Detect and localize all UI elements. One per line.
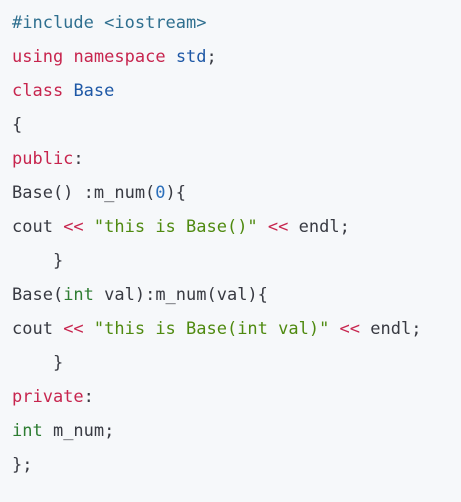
type-int: int — [63, 285, 94, 305]
class-close: }; — [12, 455, 33, 475]
param-constructor-rest: val):m_num(val){ — [93, 285, 268, 305]
stream-operator: << — [63, 217, 84, 237]
stream-operator: << — [267, 217, 289, 237]
default-constructor: Base() :m_num( — [12, 183, 156, 203]
access-colon: : — [83, 387, 94, 407]
ctor-close: ){ — [165, 183, 187, 203]
code-line-9: Base(int val):m_num(val){ — [12, 278, 449, 312]
class-name: Base — [73, 81, 115, 101]
keyword-namespace: namespace — [73, 47, 166, 67]
param-constructor-name: Base( — [12, 285, 64, 305]
namespace-name: std — [175, 47, 207, 67]
code-line-6: Base() :m_num(0){ — [12, 176, 449, 210]
semicolon: ; — [206, 47, 217, 67]
code-line-10: cout << "this is Base(int val)" << endl; — [12, 312, 449, 346]
code-line-5: public: — [12, 142, 449, 176]
member-declaration: m_num; — [42, 421, 115, 441]
endl-token: endl; — [288, 217, 350, 237]
code-line-1: #include <iostream> — [12, 6, 449, 40]
keyword-using: using — [12, 47, 64, 67]
cout-token: cout — [12, 319, 64, 339]
stream-operator: << — [63, 319, 84, 339]
code-line-3: class Base — [12, 74, 449, 108]
stream-operator: << — [339, 319, 361, 339]
string-literal: "this is Base()" — [83, 217, 268, 237]
code-line-4: { — [12, 108, 449, 142]
access-private: private — [12, 387, 84, 407]
code-line-8: } — [12, 244, 449, 278]
type-int: int — [12, 421, 43, 441]
code-line-12: private: — [12, 380, 449, 414]
endl-token: endl; — [360, 319, 422, 339]
code-line-11: } — [12, 346, 449, 380]
access-public: public — [12, 149, 74, 169]
include-header: <iostream> — [104, 13, 207, 33]
code-line-2: using namespace std; — [12, 40, 449, 74]
init-number: 0 — [155, 183, 166, 203]
include-directive: #include — [12, 13, 94, 33]
close-brace: } — [12, 353, 64, 373]
keyword-class: class — [12, 81, 64, 101]
open-brace: { — [12, 115, 23, 135]
close-brace: } — [12, 251, 64, 271]
code-line-14: }; — [12, 448, 449, 482]
string-literal: "this is Base(int val)" — [83, 319, 340, 339]
access-colon: : — [73, 149, 84, 169]
cout-token: cout — [12, 217, 64, 237]
code-line-13: int m_num; — [12, 414, 449, 448]
code-line-7: cout << "this is Base()" << endl; — [12, 210, 449, 244]
